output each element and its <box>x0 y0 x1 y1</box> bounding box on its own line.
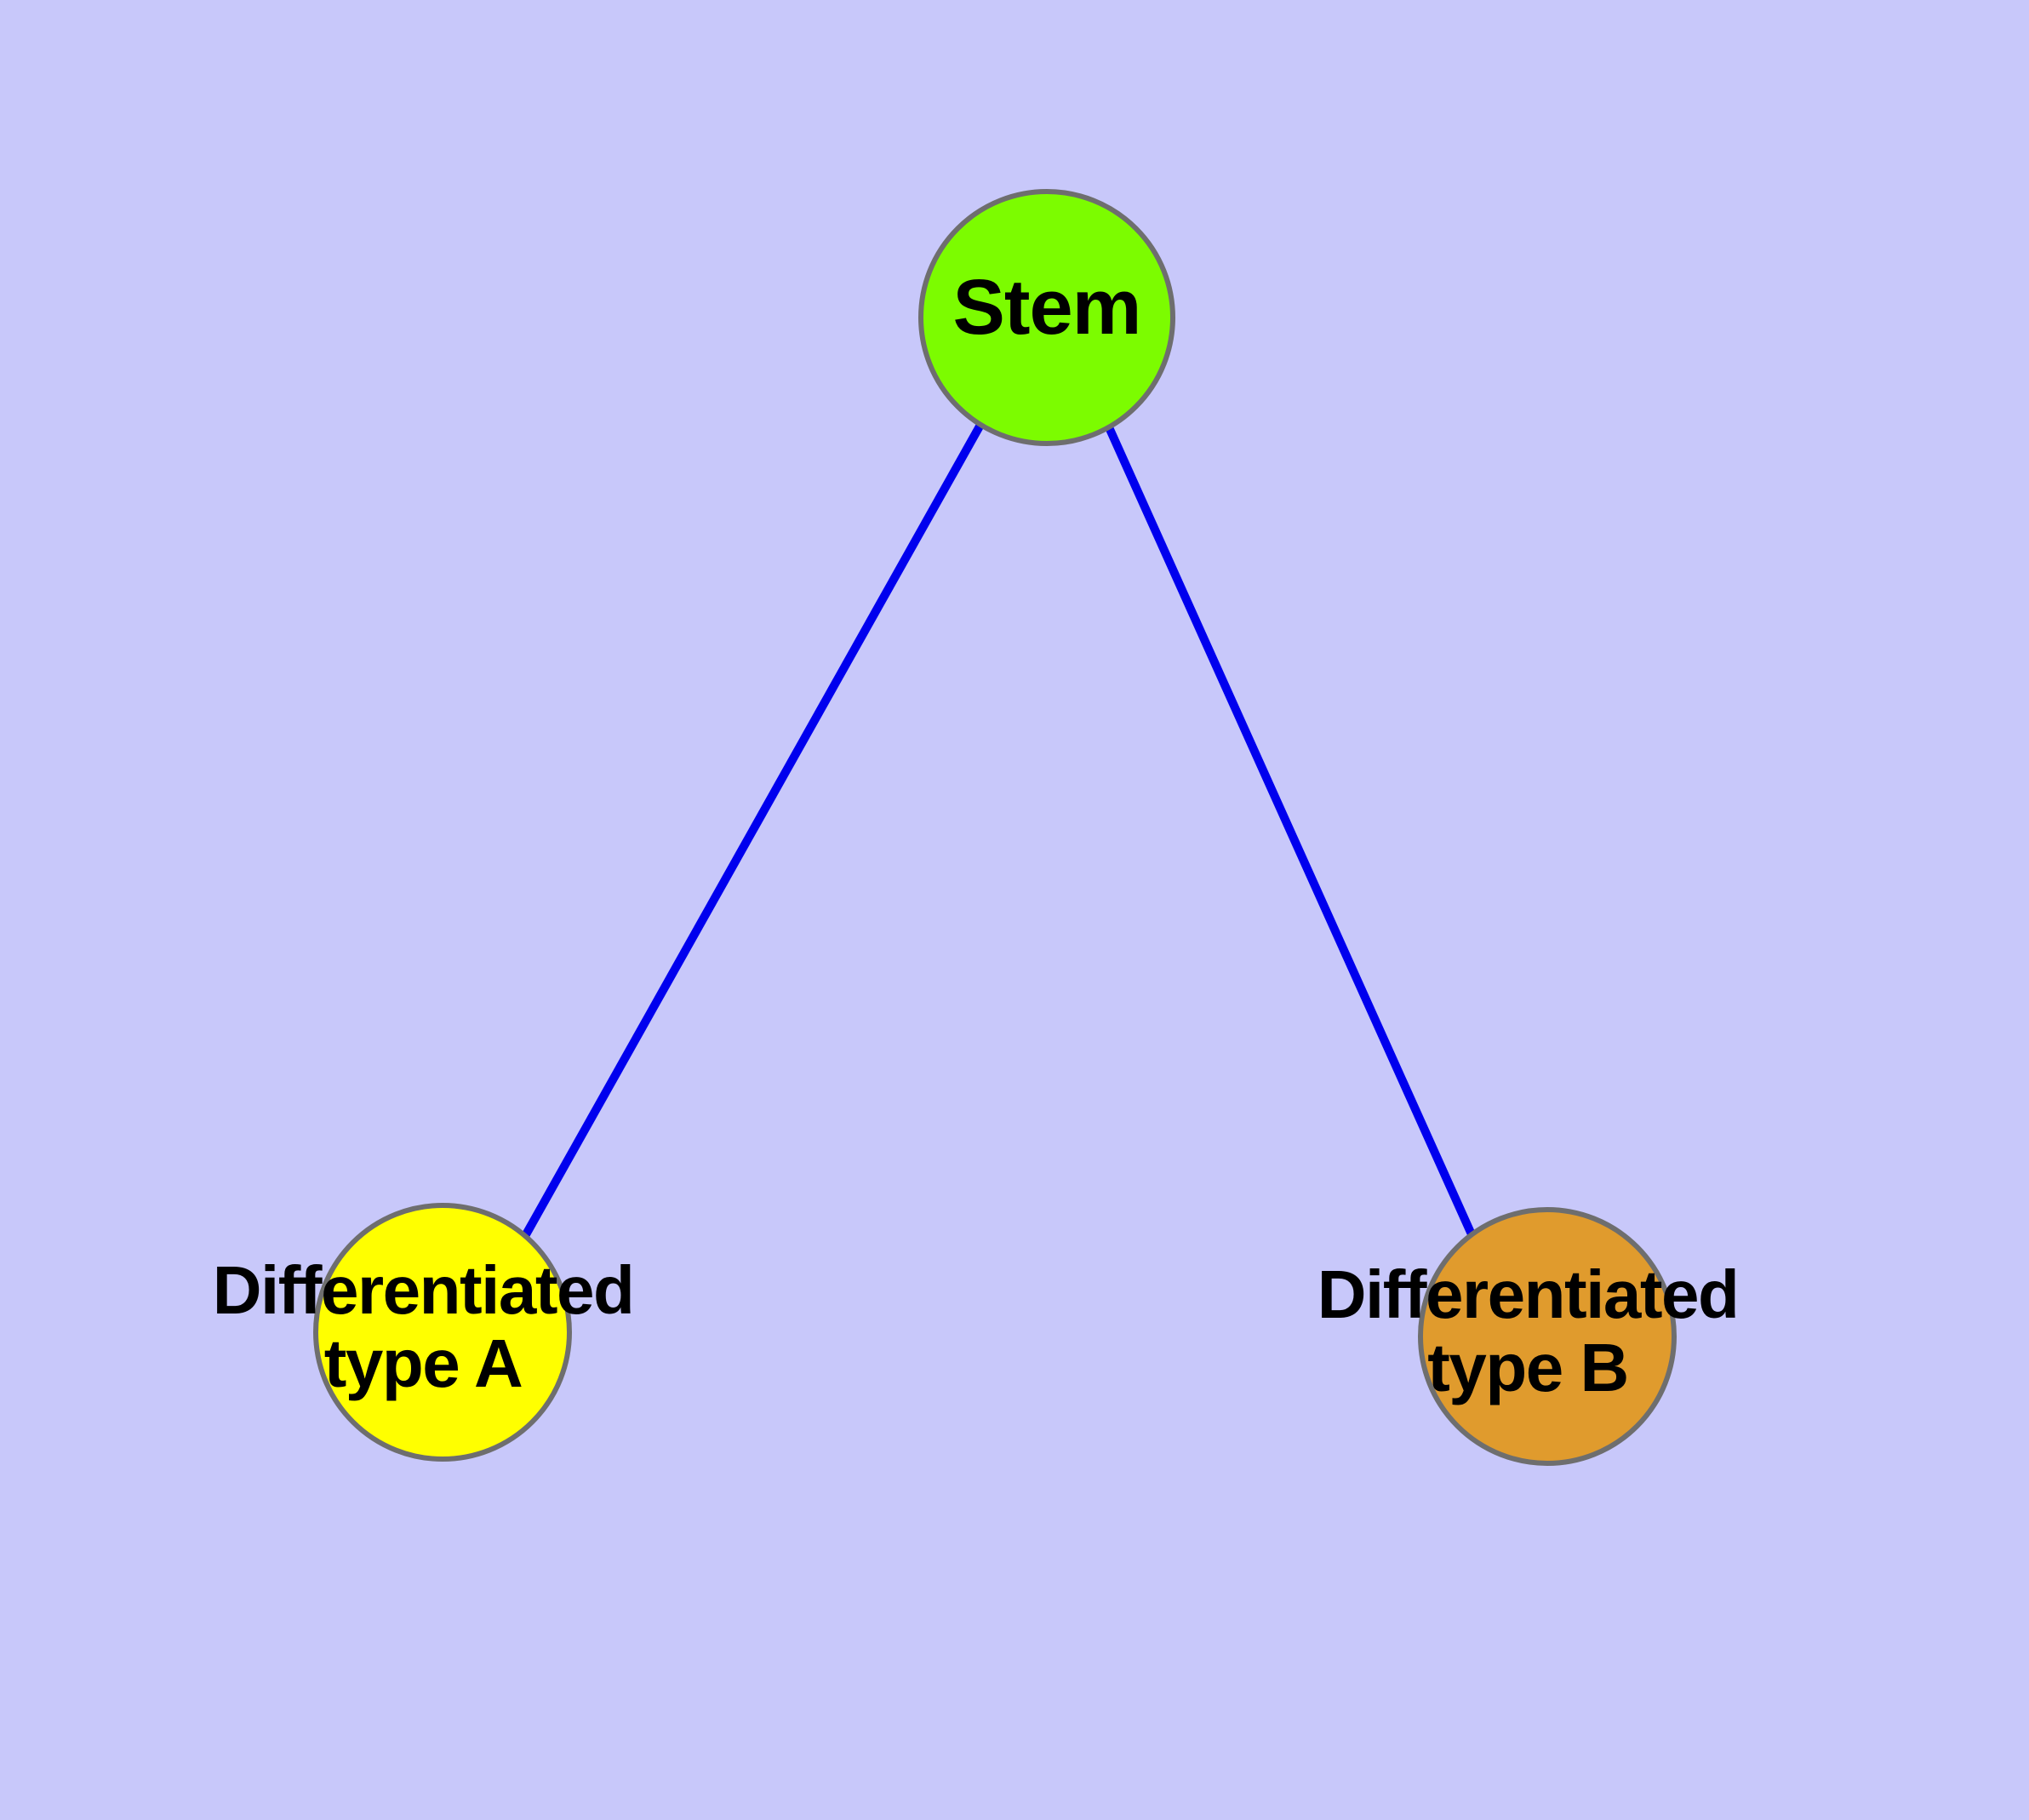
node-layer <box>313 189 1677 1466</box>
edge-stem-to-diff-b[interactable] <box>1105 425 1476 1237</box>
node-differentiated-type-a[interactable] <box>313 1203 572 1462</box>
edge-stem-to-diff-a[interactable] <box>521 422 985 1239</box>
edge-layer <box>521 422 1476 1239</box>
node-stem[interactable] <box>918 189 1175 446</box>
node-differentiated-type-b[interactable] <box>1418 1207 1677 1466</box>
